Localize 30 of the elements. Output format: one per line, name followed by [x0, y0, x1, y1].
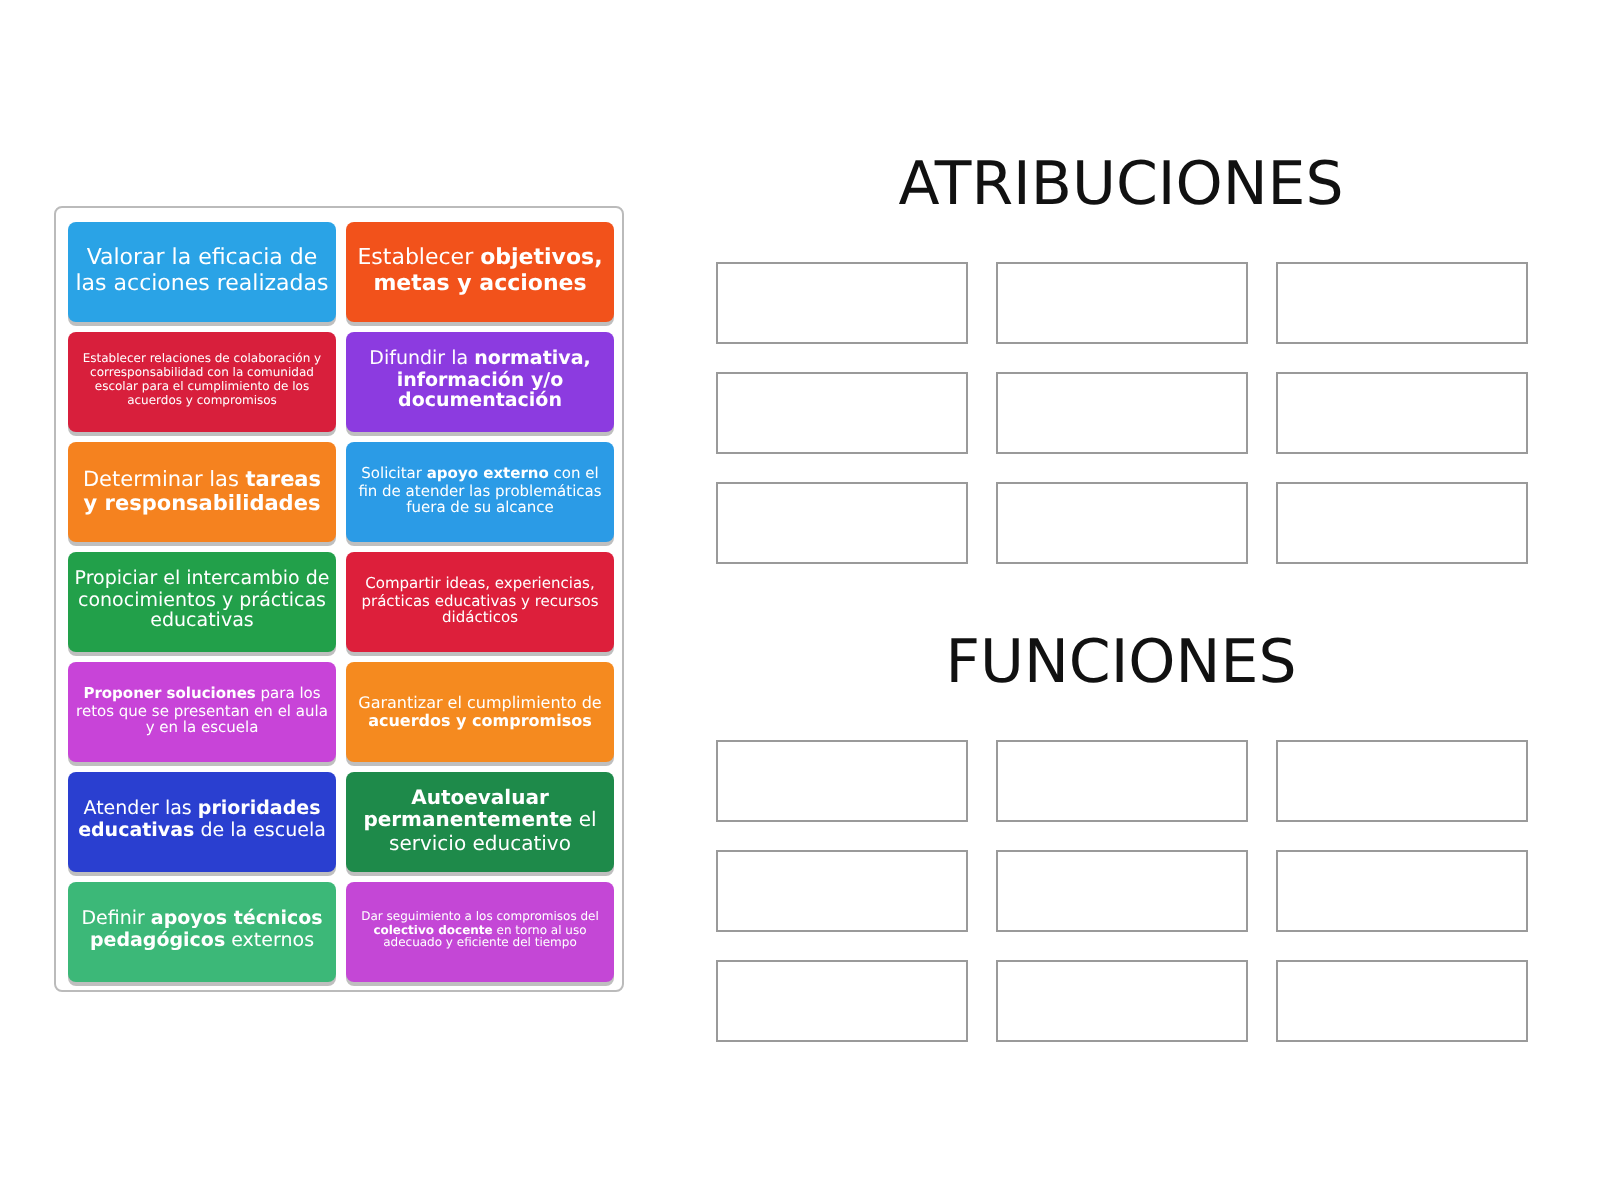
drop-zone [716, 960, 968, 1042]
column-heading: FUNCIONES [943, 628, 1299, 698]
drop-zone [1276, 482, 1528, 564]
drop-zone [996, 482, 1248, 564]
drop-zone [1276, 960, 1528, 1042]
drop-zone [716, 850, 968, 932]
drop-zone [996, 960, 1248, 1042]
answer-card: Establecer objetivos, metas y acciones [346, 222, 614, 322]
answer-card: Atender las prioridades educativas de la escuela [68, 772, 336, 872]
drop-zone [716, 372, 968, 454]
drop-zone [996, 740, 1248, 822]
answer-card: Definir apoyos técnicos pedagógicos externos [68, 882, 336, 982]
column-heading: ATRIBUCIONES [896, 150, 1346, 220]
drop-zone [1276, 740, 1528, 822]
card-panel [54, 206, 624, 992]
drop-zone [716, 482, 968, 564]
answer-card: Determinar las tareas y responsabilidades [68, 442, 336, 542]
drop-zone [1276, 372, 1528, 454]
answer-card: Garantizar el cumplimiento de acuerdos y compromisos [346, 662, 614, 762]
drop-zone [716, 262, 968, 344]
answer-card: Difundir la normativa, información y/o documentación [346, 332, 614, 432]
answer-card: Autoevaluar permanentemente el servicio educativo [346, 772, 614, 872]
drop-zone [1276, 850, 1528, 932]
answer-card: Valorar la eficacia de las acciones realizadas [68, 222, 336, 322]
drop-zone [996, 372, 1248, 454]
drop-zone [716, 740, 968, 822]
answer-card: Propiciar el intercambio de conocimientos y prácticas educativas [68, 552, 336, 652]
drop-zone [1276, 262, 1528, 344]
drop-zone [996, 262, 1248, 344]
drop-zone [996, 850, 1248, 932]
